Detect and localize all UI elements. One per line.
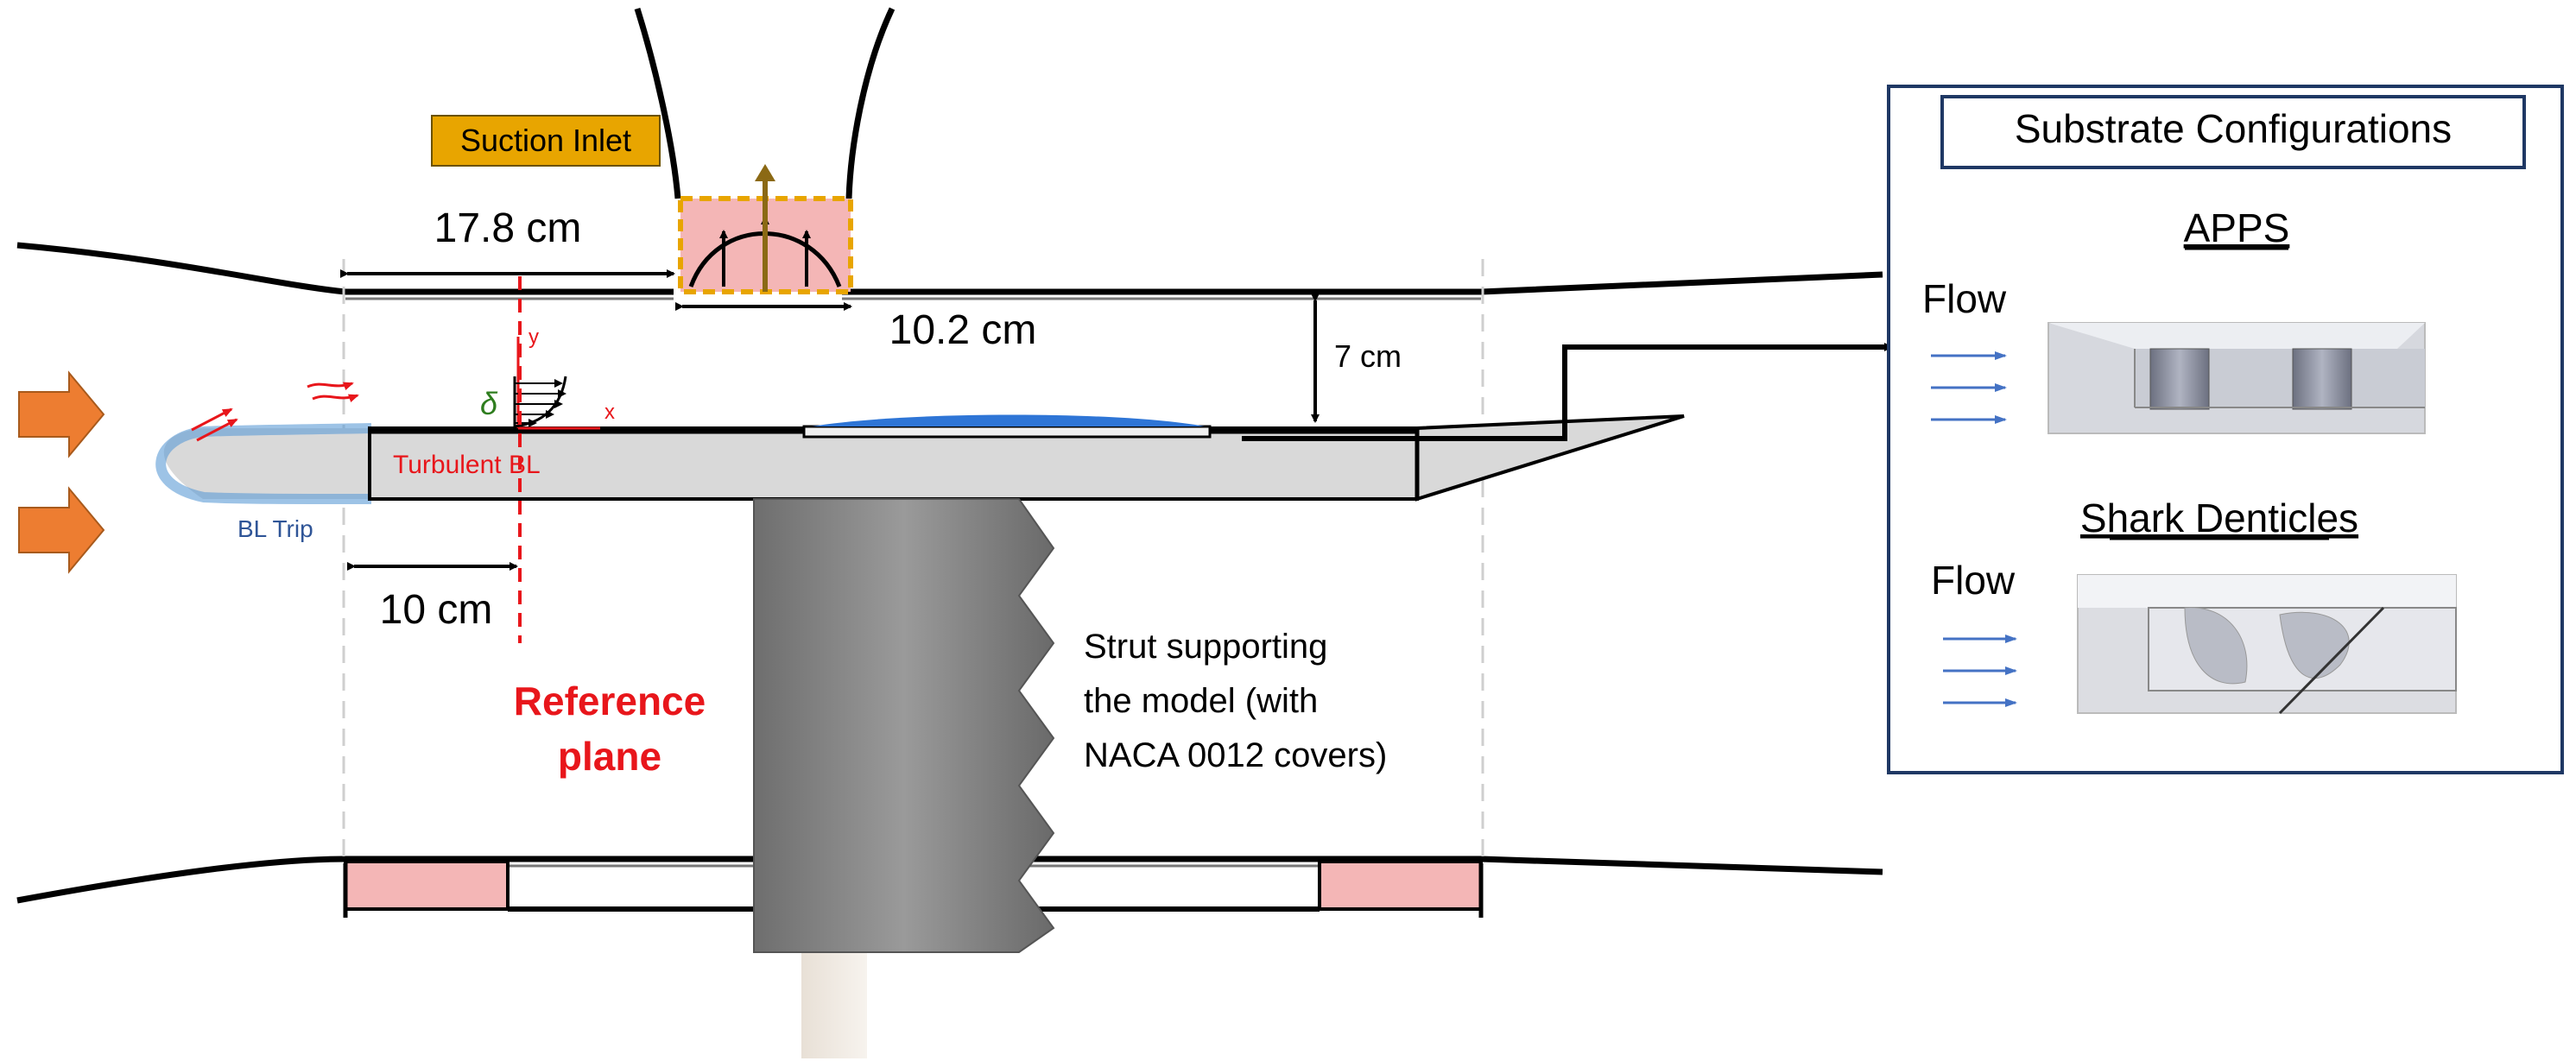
delta-symbol: δ: [480, 386, 498, 421]
local-flow-arrows: [191, 382, 359, 442]
bl-profile: y x δ: [480, 325, 615, 430]
panel-title: Substrate Configurations: [2015, 106, 2452, 151]
inflow-arrow-bottom: [18, 486, 105, 574]
apps-flow-label: Flow: [1922, 276, 2007, 321]
strut-post: [801, 950, 867, 1058]
turbulent-bl-label: Turbulent BL: [393, 451, 541, 479]
reference-plane-label-2: plane: [558, 734, 661, 779]
suction-duct: [634, 7, 896, 199]
dim-height-label: 7 cm: [1334, 338, 1402, 374]
suction-label-box: [431, 115, 661, 167]
shark-flow-label: Flow: [1931, 558, 2016, 603]
shark-substrate-image: [2077, 574, 2457, 715]
shark-title: Shark Denticles: [2080, 496, 2358, 540]
apps-substrate-image: [2048, 322, 2426, 434]
axis-y-label: y: [528, 325, 539, 349]
substrate-bump: [812, 414, 1205, 426]
dim-inlet-label: 10.2 cm: [889, 307, 1037, 353]
leader-line: [1242, 343, 1893, 441]
tunnel-top-wall: [16, 242, 1883, 300]
dim-trip: 10 cm: [347, 562, 518, 633]
apps-title: APPS: [2184, 205, 2290, 250]
suction-inlet-label: Suction Inlet: [460, 123, 631, 158]
dim-height: 7 cm: [1311, 294, 1402, 423]
dim-trip-label: 10 cm: [380, 587, 493, 633]
suction-direction-arrow: [755, 164, 775, 181]
strut-label-1: Strut supporting: [1084, 628, 1327, 666]
reference-plane-label-1: Reference: [514, 679, 706, 723]
dim-upstream: 17.8 cm: [340, 205, 675, 278]
sidewall-pad-left: [344, 860, 510, 911]
strut-label-2: the model (with: [1084, 682, 1318, 720]
inflow-arrow-top: [18, 370, 105, 458]
bl-trip-label: BL Trip: [237, 515, 313, 542]
strut-label-3: NACA 0012 covers): [1084, 736, 1387, 774]
substrate-insert: [802, 414, 1212, 439]
strut: [753, 498, 1055, 953]
test-section-boundary: [342, 259, 1484, 859]
plate-tail: [1415, 414, 1685, 502]
axis-x-label: x: [604, 401, 615, 424]
dim-upstream-label: 17.8 cm: [434, 205, 582, 251]
dim-inlet: 10.2 cm: [675, 302, 1037, 353]
suction-profile: [688, 164, 842, 292]
bl-trip-outline: [155, 423, 372, 504]
substrate-panel: Substrate Configurations APPS Flow Shark…: [1887, 85, 2564, 774]
sidewall-pad-right: [1318, 860, 1483, 911]
